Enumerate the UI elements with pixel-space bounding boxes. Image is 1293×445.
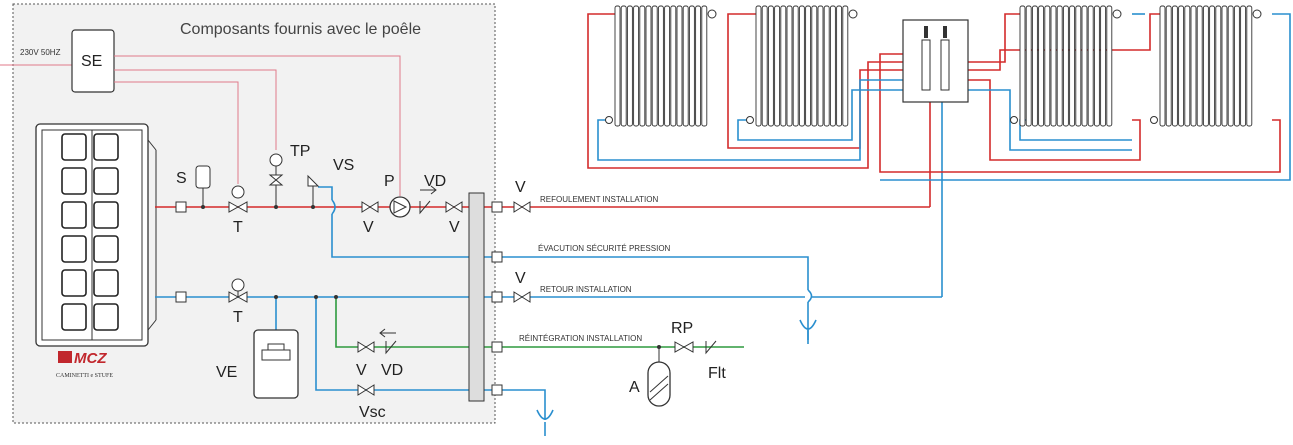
stove-tile — [61, 133, 87, 161]
stove-tile — [61, 303, 87, 331]
label-v4: V — [515, 270, 526, 287]
radiator — [746, 5, 858, 127]
drain-funnel-2 — [536, 409, 554, 436]
gauges — [195, 153, 320, 297]
stove-tile — [61, 269, 87, 297]
controller-box-outline — [71, 29, 115, 93]
line-label-refill: RÉINTÉGRATION INSTALLATION — [519, 334, 642, 343]
line-label-safety: ÉVACUTION SÉCURITÉ PRESSION — [538, 244, 671, 253]
expansion-vessel — [253, 329, 299, 399]
stove-tile — [61, 167, 87, 195]
label-flt: Flt — [708, 365, 726, 382]
radiator — [1010, 5, 1122, 127]
refill-pipe — [335, 297, 744, 348]
accumulator — [647, 361, 671, 407]
wall-bar — [468, 192, 485, 402]
label-t1: T — [233, 219, 243, 236]
label-v3: V — [515, 179, 526, 196]
mcz-logo: MCZ CAMINETTI e STUFE — [56, 350, 113, 379]
line-label-return: RETOUR INSTALLATION — [540, 285, 632, 294]
label-tp: TP — [290, 143, 310, 160]
stove-tiles — [61, 133, 119, 331]
stove-tile — [93, 133, 119, 161]
stove-tile — [93, 235, 119, 263]
label-v1: V — [363, 219, 374, 236]
svg-text:MCZ: MCZ — [74, 350, 107, 367]
power-label: 230V 50HZ — [20, 48, 61, 57]
label-rp: RP — [671, 320, 693, 337]
stove-tile — [93, 269, 119, 297]
label-a: A — [629, 379, 640, 396]
label-se: SE — [81, 53, 102, 70]
label-vs: VS — [333, 157, 354, 174]
junction-dots — [201, 205, 661, 349]
radiators — [605, 5, 1262, 127]
label-t2: T — [233, 309, 243, 326]
manifold-box — [902, 19, 969, 103]
svg-text:CAMINETTI e STUFE: CAMINETTI e STUFE — [56, 373, 113, 379]
connectors — [175, 201, 503, 396]
radiator — [1150, 5, 1262, 127]
stove-tile — [61, 201, 87, 229]
line-label-supply: REFOULEMENT INSTALLATION — [540, 195, 658, 204]
label-v5: V — [356, 362, 367, 379]
stove-tile — [93, 201, 119, 229]
pump — [389, 196, 411, 218]
panel-title: Composants fournis avec le poêle — [180, 21, 421, 38]
label-vd2: VD — [381, 362, 403, 379]
radiator — [605, 5, 717, 127]
label-vd1: VD — [424, 173, 446, 190]
drain-funnel — [799, 319, 817, 344]
check-valves — [379, 185, 717, 355]
stove-tile — [93, 167, 119, 195]
supply-pipe — [155, 90, 931, 208]
stove-tile — [61, 235, 87, 263]
label-s: S — [176, 170, 187, 187]
label-ve: VE — [216, 364, 237, 381]
label-vsc: Vsc — [359, 404, 386, 421]
signal-lines — [114, 55, 401, 196]
stove-tile — [93, 303, 119, 331]
label-p: P — [384, 173, 395, 190]
label-v2: V — [449, 219, 460, 236]
